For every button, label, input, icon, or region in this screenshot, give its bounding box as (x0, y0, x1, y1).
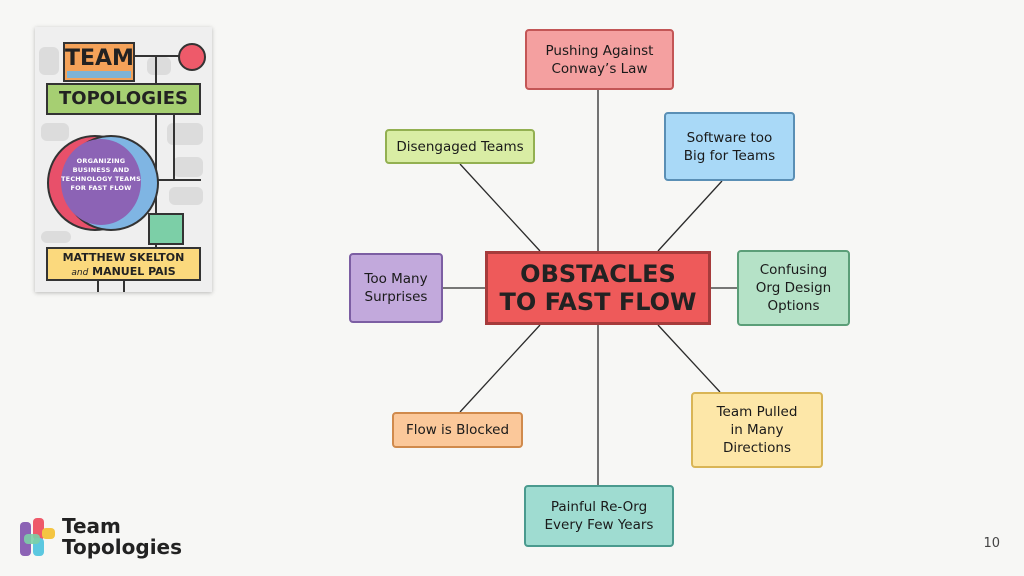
logo-text-topologies: Topologies (62, 535, 183, 559)
center-node-obstacles: OBSTACLES TO FAST FLOW (485, 251, 711, 325)
book-cover: TEAM TOPOLOGIES ORGANIZING BUSINESS AND … (35, 27, 212, 292)
book-red-dot (178, 43, 206, 71)
connector-software-big (657, 180, 723, 252)
node-painful-reorg: Painful Re-Org Every Few Years (524, 485, 674, 547)
node-flow-blocked: Flow is Blocked (392, 412, 523, 448)
team-topologies-logo: Team Topologies (18, 512, 182, 562)
node-too-many-surprises: Too Many Surprises (349, 253, 443, 323)
team-topologies-logo-icon (18, 516, 56, 558)
node-disengaged: Disengaged Teams (385, 129, 535, 164)
book-title-team: TEAM (63, 42, 135, 82)
book-title-topologies: TOPOLOGIES (46, 83, 201, 115)
connector-team-pulled (657, 324, 721, 393)
page-number: 10 (983, 536, 1000, 551)
book-authors: MATTHEW SKELTON and MANUEL PAIS (46, 247, 201, 281)
node-confusing-org: Confusing Org Design Options (737, 250, 850, 326)
book-green-square (148, 213, 184, 245)
book-purple-overlap (61, 139, 141, 225)
book-subtitle: ORGANIZING BUSINESS AND TECHNOLOGY TEAMS… (61, 157, 141, 192)
node-team-pulled: Team Pulled in Many Directions (691, 392, 823, 468)
connector-flow-blocked (459, 324, 541, 413)
connector-disengaged (459, 163, 541, 252)
logo-text-team: Team (62, 514, 121, 538)
node-software-big: Software too Big for Teams (664, 112, 795, 181)
node-conway: Pushing Against Conway’s Law (525, 29, 674, 90)
